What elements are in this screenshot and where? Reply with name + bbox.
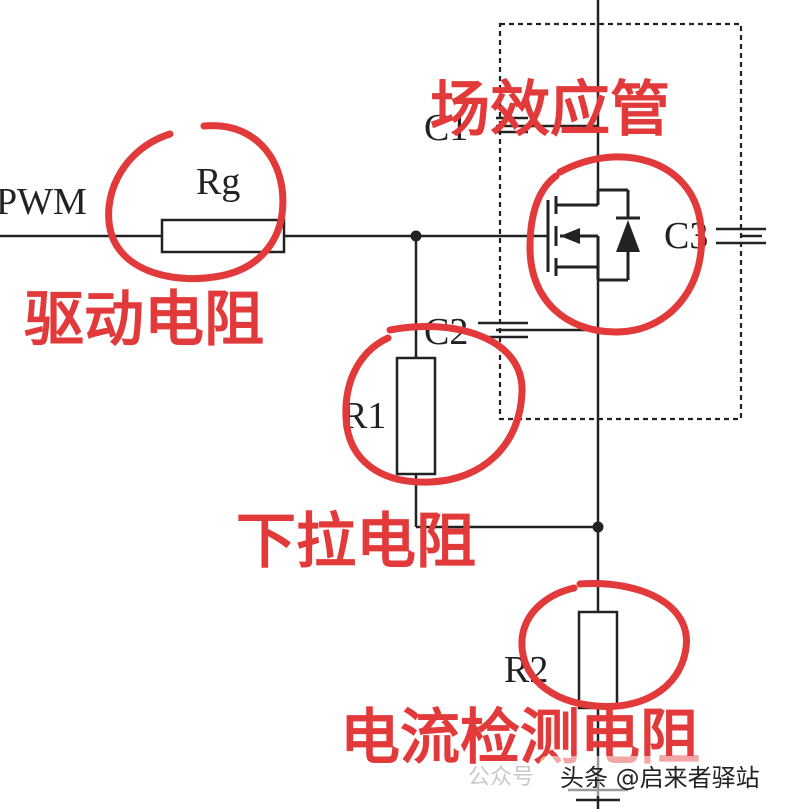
rg-resistor bbox=[160, 218, 286, 254]
mosfet-arrow bbox=[560, 228, 580, 244]
watermark-left: 公众号 bbox=[468, 765, 534, 790]
watermark-right-bg bbox=[540, 756, 798, 796]
c3-capacitor bbox=[716, 227, 766, 245]
c1-capacitor bbox=[496, 116, 528, 134]
pwm-label: PWM bbox=[0, 181, 87, 223]
wires bbox=[0, 0, 762, 809]
r2-resistor bbox=[577, 610, 619, 710]
body-diode bbox=[616, 220, 640, 252]
r2-highlight-circle bbox=[518, 580, 690, 710]
mosfet-package-box bbox=[498, 22, 743, 421]
watermark: 公众号 头条 @启来者驿站 bbox=[468, 756, 798, 796]
rg-label: Rg bbox=[196, 161, 240, 203]
watermark-right: 头条 @启来者驿站 bbox=[560, 764, 760, 792]
r1-highlight-circle bbox=[342, 322, 526, 486]
node-dot-gate bbox=[410, 230, 422, 242]
pulldown-resistor-annotation: 下拉电阻 bbox=[236, 507, 476, 577]
annotation-circles bbox=[105, 122, 705, 710]
drive-resistor-annotation: 驱动电阻 bbox=[24, 285, 264, 355]
node-dot-source bbox=[592, 521, 604, 533]
mosfet-annotation: 场效应管 bbox=[430, 75, 670, 145]
rg-highlight-circle bbox=[105, 122, 287, 282]
mosfet-highlight-circle bbox=[526, 153, 705, 336]
c1-label: C1 bbox=[424, 107, 468, 149]
r1-resistor bbox=[395, 356, 437, 476]
